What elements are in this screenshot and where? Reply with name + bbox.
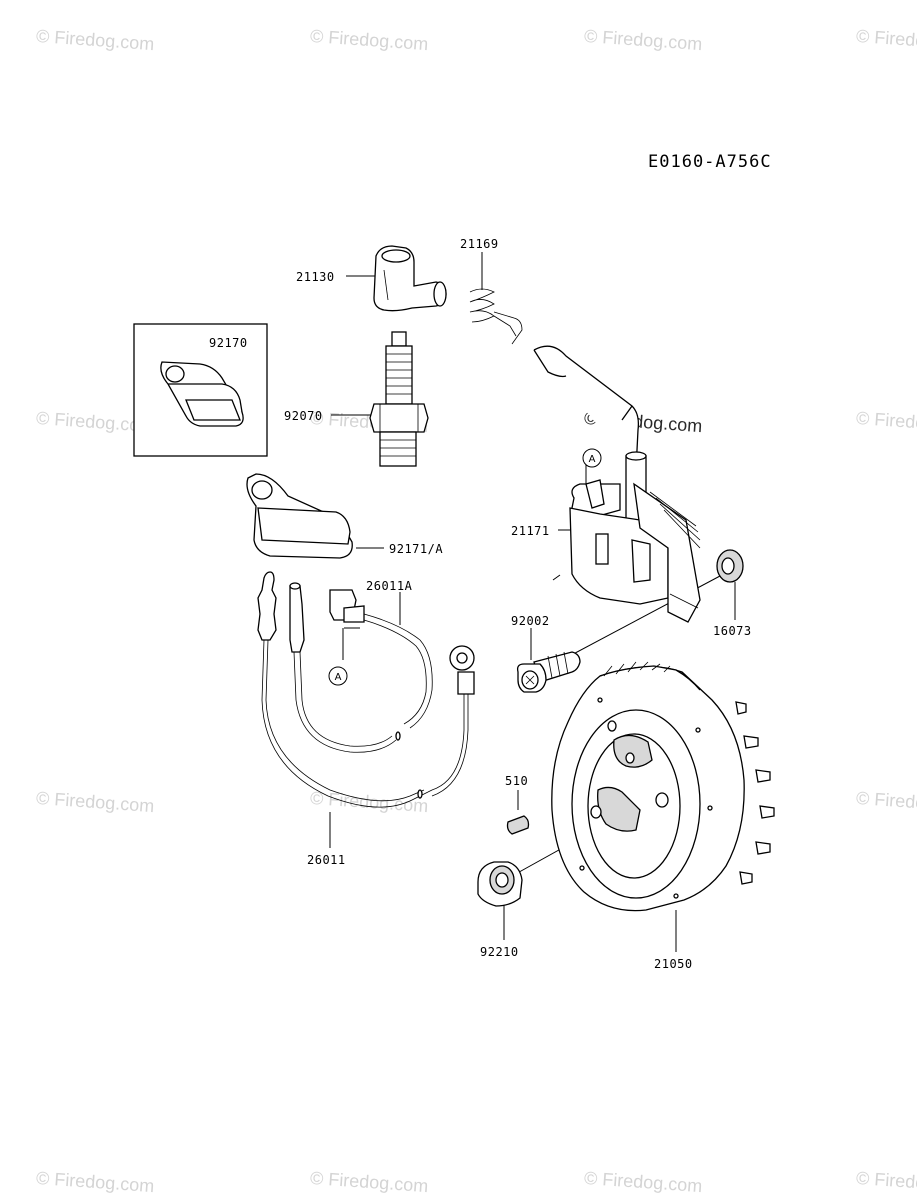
callout-a-upper: A <box>582 448 602 468</box>
ignition-coil <box>533 345 701 623</box>
part-label-510: 510 <box>505 774 529 788</box>
callout-a-lower-letter: A <box>335 672 342 683</box>
part-label-16073: 16073 <box>713 624 752 638</box>
part-label-26011A: 26011A <box>366 579 413 593</box>
woodruff-key <box>506 815 530 835</box>
part-label-92002: 92002 <box>511 614 550 628</box>
part-label-21169: 21169 <box>460 237 499 251</box>
part-label-21050: 21050 <box>654 957 693 971</box>
part-label-92210: 92210 <box>480 945 519 959</box>
part-label-92171A: 92171/A <box>389 542 444 556</box>
spark-plug <box>369 331 429 467</box>
spark-plug-cap <box>373 245 447 312</box>
part-label-21171: 21171 <box>511 524 550 538</box>
flange-nut <box>477 861 523 907</box>
part-label-26011: 26011 <box>307 853 346 867</box>
flywheel <box>551 661 775 912</box>
spacer <box>716 549 744 583</box>
part-label-21130: 21130 <box>296 270 335 284</box>
spring <box>469 288 523 345</box>
lead-wires <box>257 571 475 808</box>
clamp-band <box>246 473 353 559</box>
leader-lines <box>231 252 736 952</box>
bolt <box>516 651 581 693</box>
diagram-code: E0160-A756C <box>648 152 772 172</box>
part-label-92070: 92070 <box>284 409 323 423</box>
callout-a-upper-letter: A <box>589 454 596 465</box>
callout-a-lower: A <box>328 666 348 686</box>
part-label-92170: 92170 <box>209 336 248 350</box>
clamp-inset-box <box>133 323 268 457</box>
